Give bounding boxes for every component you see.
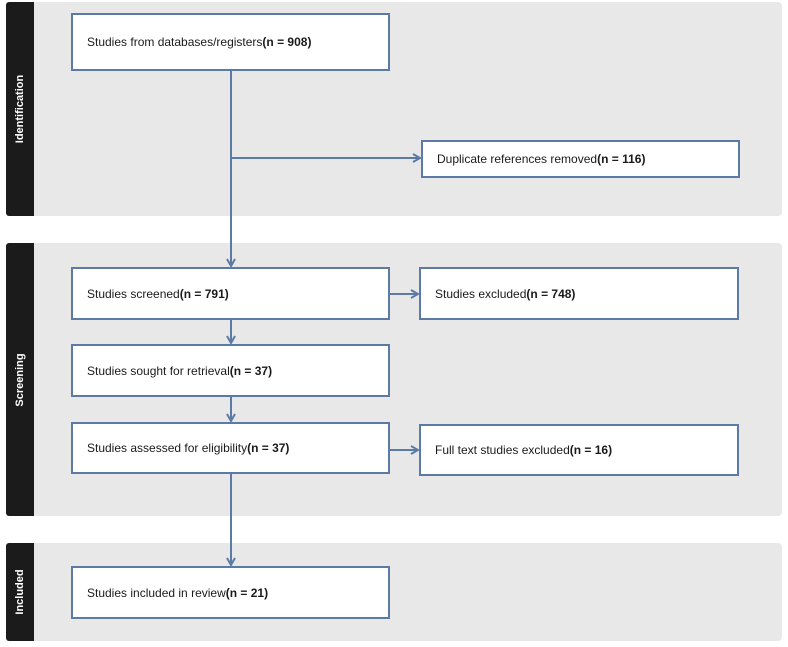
duplicates-count: (n = 116) — [597, 152, 646, 166]
screening-tab: Screening — [6, 243, 34, 516]
duplicates-text: Duplicate references removed — [437, 152, 598, 166]
databases-count: (n = 908) — [262, 35, 312, 49]
screened-text: Studies screened — [87, 286, 180, 301]
databases-text: Studies from databases/registers — [87, 35, 263, 49]
excluded-box: Studies excluded (n = 748) — [419, 267, 739, 320]
eligibility-text: Studies assessed for eligibility — [87, 441, 248, 455]
fulltext-excluded-box: Full text studies excluded (n = 16) — [419, 424, 739, 476]
retrieval-count: (n = 37) — [229, 363, 273, 378]
fulltext-excluded-count: (n = 16) — [569, 443, 613, 457]
screened-count: (n = 791) — [179, 286, 229, 301]
included-count: (n = 21) — [225, 585, 269, 600]
included-box: Studies included in review (n = 21) — [71, 566, 390, 619]
eligibility-count: (n = 37) — [247, 441, 290, 455]
excluded-count: (n = 748) — [526, 286, 576, 301]
databases-box: Studies from databases/registers (n = 90… — [71, 13, 390, 71]
excluded-text: Studies excluded — [435, 286, 527, 301]
included-text: Studies included in review — [87, 585, 226, 600]
identification-tab: Identification — [6, 2, 34, 216]
retrieval-text: Studies sought for retrieval — [87, 363, 230, 378]
screened-box: Studies screened (n = 791) — [71, 267, 390, 320]
retrieval-box: Studies sought for retrieval (n = 37) — [71, 344, 390, 397]
duplicates-box: Duplicate references removed (n = 116) — [421, 140, 740, 178]
eligibility-box: Studies assessed for eligibility (n = 37… — [71, 422, 390, 474]
fulltext-excluded-text: Full text studies excluded — [435, 443, 570, 457]
included-tab: Included — [6, 543, 34, 641]
